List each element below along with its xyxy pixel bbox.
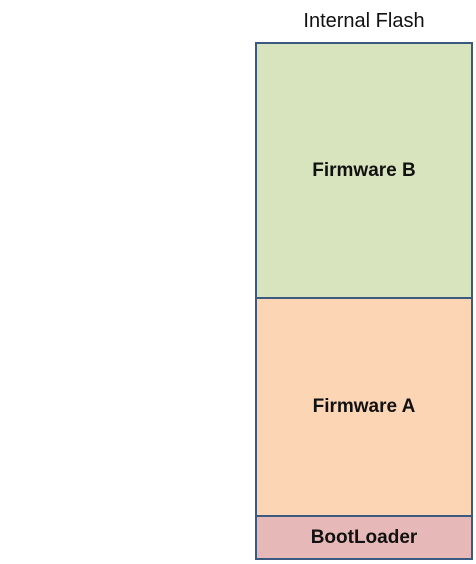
firmware-a-label: Firmware A: [312, 396, 416, 417]
firmware-a-region: Firmware A: [257, 299, 471, 517]
internal-flash-block: Firmware B Firmware A BootLoader: [255, 42, 473, 560]
bootloader-label: BootLoader: [310, 526, 418, 548]
bootloader-region: BootLoader: [257, 517, 471, 558]
flash-title: Internal Flash: [303, 10, 425, 32]
firmware-b-label: Firmware B: [312, 159, 416, 181]
firmware-b-region: Firmware B: [257, 44, 471, 299]
